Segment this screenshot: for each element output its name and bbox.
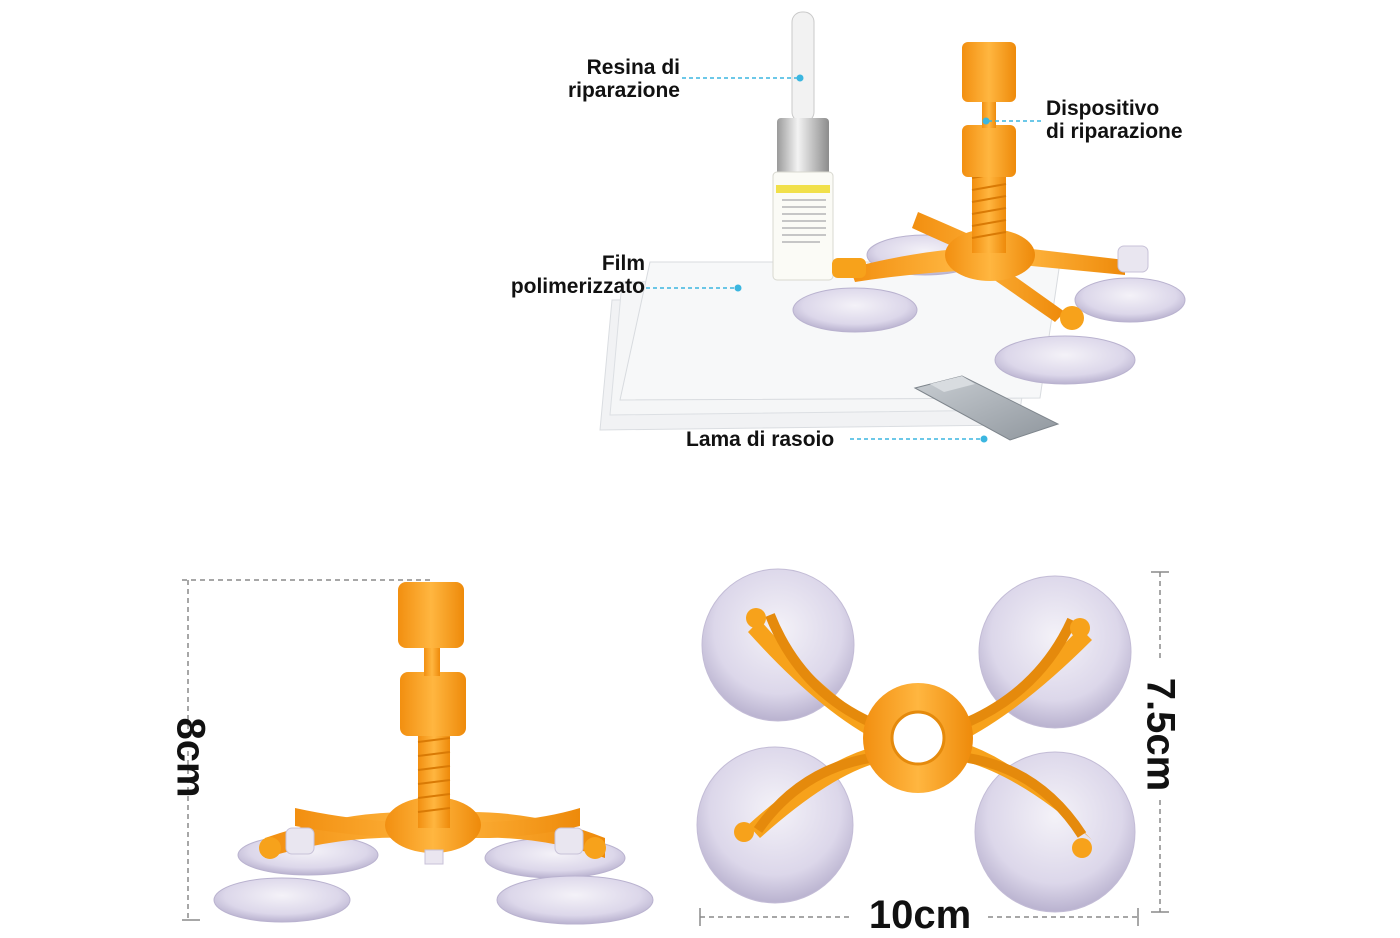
leader-lines bbox=[646, 74, 1042, 443]
razor-blade bbox=[913, 375, 1060, 441]
repair-device-side-view bbox=[213, 582, 654, 925]
width-dimension-line bbox=[699, 908, 1139, 926]
label-resin: Resina di riparazione bbox=[567, 56, 680, 102]
resin-bottle bbox=[772, 11, 834, 281]
label-device: Dispositivo di riparazione bbox=[1046, 97, 1183, 143]
depth-dimension-label: 7.5cm bbox=[1138, 677, 1183, 792]
depth-dimension-line bbox=[1151, 571, 1169, 913]
label-film: Film polimerizzato bbox=[510, 252, 645, 298]
repair-device-top bbox=[792, 42, 1186, 385]
width-dimension-label: 10cm bbox=[868, 893, 972, 937]
label-blade: Lama di rasoio bbox=[686, 428, 835, 451]
repair-device-top-view bbox=[696, 568, 1136, 913]
height-dimension-line bbox=[182, 579, 430, 921]
height-dimension-label: 8cm bbox=[168, 717, 213, 798]
